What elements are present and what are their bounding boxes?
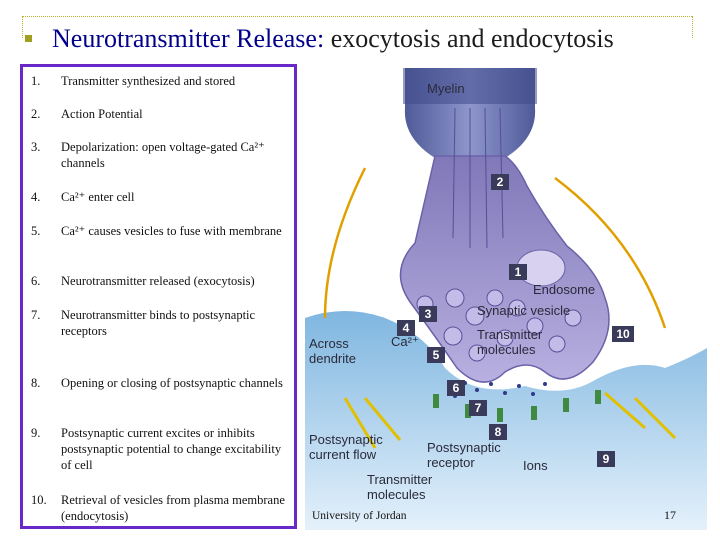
title-bullet-icon bbox=[25, 35, 32, 42]
step-number: 8. bbox=[31, 376, 41, 390]
step-number: 3. bbox=[31, 140, 41, 154]
presynaptic-terminal bbox=[399, 155, 610, 383]
label-postsynaptic-receptor-2: receptor bbox=[427, 455, 475, 470]
step-number: 4. bbox=[31, 190, 41, 204]
badge-4: 4 bbox=[397, 320, 415, 336]
propagation-arrow-left bbox=[323, 167, 367, 319]
badge-9-text: 9 bbox=[603, 452, 610, 466]
step-number: 9. bbox=[31, 426, 41, 440]
badge-3-text: 3 bbox=[425, 307, 432, 321]
label-dendrite: dendrite bbox=[309, 351, 356, 366]
label-endosome: Endosome bbox=[533, 282, 595, 297]
badge-8-text: 8 bbox=[495, 425, 502, 439]
badge-7-text: 7 bbox=[475, 401, 482, 415]
badge-8: 8 bbox=[489, 424, 507, 440]
badge-10: 10 bbox=[612, 326, 634, 342]
step-text: Opening or closing of postsynaptic chann… bbox=[61, 376, 283, 390]
left-rule bbox=[22, 16, 23, 38]
step-text: Ca²⁺ enter cell bbox=[61, 190, 135, 204]
label-postsynaptic-current-1: Postsynaptic bbox=[309, 432, 383, 447]
current-flow-arrows bbox=[343, 397, 402, 449]
step-number: 5. bbox=[31, 224, 41, 238]
step-text: Retrieval of vesicles from plasma membra… bbox=[61, 493, 285, 523]
step-number: 7. bbox=[31, 308, 41, 322]
step-number: 2. bbox=[31, 107, 41, 121]
current-flow-arrows-right bbox=[604, 391, 677, 440]
badge-5: 5 bbox=[427, 347, 445, 363]
title-main: Neurotransmitter Release: bbox=[52, 24, 325, 53]
badge-6: 6 bbox=[447, 380, 465, 396]
step-number: 1. bbox=[31, 74, 41, 88]
badge-5-text: 5 bbox=[433, 348, 440, 362]
badge-6-text: 6 bbox=[453, 381, 460, 395]
synaptic-vesicles bbox=[416, 288, 582, 362]
label-across: Across bbox=[309, 336, 349, 351]
badge-4-text: 4 bbox=[403, 321, 410, 335]
step-text: Postsynaptic current excites or inhibits… bbox=[61, 426, 282, 472]
steps-list: 1. Transmitter synthesized and stored 2. A… bbox=[20, 64, 297, 529]
step-text: Neurotransmitter binds to postsynaptic r… bbox=[61, 308, 256, 338]
step-number: 6. bbox=[31, 274, 41, 288]
myelin-sheath bbox=[403, 68, 537, 104]
label-transmitter-molecules-1: Transmitter bbox=[477, 327, 543, 342]
synapse-illustration: Myelin Endosome Synaptic vesicle Transmi… bbox=[305, 68, 707, 530]
badge-1: 1 bbox=[509, 264, 527, 280]
badge-2-text: 2 bbox=[497, 175, 504, 189]
step-number: 10. bbox=[31, 493, 47, 507]
top-rule bbox=[22, 16, 692, 17]
label-transmitter-bottom-1: Transmitter bbox=[367, 472, 433, 487]
step-text: Ca²⁺ causes vesicles to fuse with membra… bbox=[61, 224, 282, 238]
page-number: 17 bbox=[664, 508, 676, 522]
title-sub: exocytosis and endocytosis bbox=[324, 24, 614, 53]
badge-1-text: 1 bbox=[515, 265, 522, 279]
right-rule bbox=[692, 16, 693, 38]
label-calcium: Ca²⁺ bbox=[391, 334, 419, 349]
step-text: Neurotransmitter released (exocytosis) bbox=[61, 274, 255, 288]
label-ions: Ions bbox=[523, 458, 548, 473]
label-synaptic-vesicle: Synaptic vesicle bbox=[477, 303, 570, 318]
step-text: Transmitter synthesized and stored bbox=[61, 74, 236, 88]
step-text: Depolarization: open voltage-gated Ca²⁺ … bbox=[61, 140, 265, 170]
badge-10-text: 10 bbox=[616, 327, 630, 341]
slide-title: Neurotransmitter Release: exocytosis and… bbox=[52, 24, 614, 54]
propagation-arrow-right bbox=[554, 177, 667, 329]
microtubules bbox=[452, 107, 504, 249]
step-text: Action Potential bbox=[61, 107, 143, 121]
label-transmitter-molecules-2: molecules bbox=[477, 342, 536, 357]
label-myelin: Myelin bbox=[427, 81, 465, 96]
badge-7: 7 bbox=[469, 400, 487, 416]
label-postsynaptic-current-2: current flow bbox=[309, 447, 377, 462]
postsynaptic-membrane bbox=[305, 311, 707, 530]
badge-3: 3 bbox=[419, 306, 437, 322]
badge-2: 2 bbox=[491, 174, 509, 190]
label-transmitter-bottom-2: molecules bbox=[367, 487, 426, 502]
footer-university: University of Jordan bbox=[312, 510, 407, 522]
label-postsynaptic-receptor-1: Postsynaptic bbox=[427, 440, 501, 455]
postsynaptic-receptors bbox=[433, 390, 601, 422]
badge-9: 9 bbox=[597, 451, 615, 467]
